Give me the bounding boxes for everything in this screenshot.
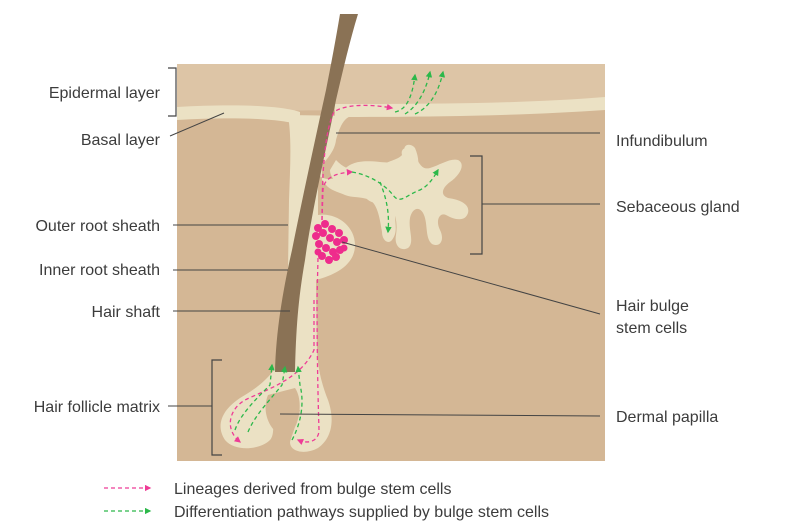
inner-root-sheath-label: Inner root sheath xyxy=(39,262,160,279)
dermal-papilla-leader xyxy=(279,413,601,417)
sebaceous-gland-label: Sebaceous gland xyxy=(616,199,740,216)
hair-bulge-stem-cells xyxy=(312,220,348,264)
outer-root-sheath-label: Outer root sheath xyxy=(35,218,160,235)
epidermal-layer-label: Epidermal layer xyxy=(49,85,161,102)
hair-bulge-leader xyxy=(341,241,601,315)
hair-shaft xyxy=(275,14,358,372)
infundibulum-label: Infundibulum xyxy=(616,133,708,150)
legend: Lineages derived from bulge stem cells D… xyxy=(104,481,549,521)
basal-layer-band xyxy=(177,105,300,125)
sebaceous-gland-bracket xyxy=(470,155,483,255)
hair-follicle-matrix-bracket xyxy=(211,359,222,456)
dermal-papilla xyxy=(265,388,300,434)
legend-differentiation-label: Differentiation pathways supplied by bul… xyxy=(174,504,549,521)
differentiation-arrows xyxy=(234,70,446,441)
dermal-papilla-label: Dermal papilla xyxy=(616,409,718,426)
hair-follicle-matrix-label: Hair follicle matrix xyxy=(34,399,160,416)
hair-bulge-label-line2: stem cells xyxy=(616,320,687,337)
hair-bulge-label-line1: Hair bulge xyxy=(616,298,689,315)
basal-layer-leader xyxy=(169,112,225,137)
hair-shaft-label: Hair shaft xyxy=(92,304,161,321)
lineage-arrows xyxy=(229,103,394,445)
basal-layer-label: Basal layer xyxy=(81,132,161,149)
epidermal-layer-bracket xyxy=(168,67,177,117)
epidermis-layer xyxy=(177,64,605,112)
legend-lineage-label: Lineages derived from bulge stem cells xyxy=(174,481,451,498)
basal-layer-band-right xyxy=(335,97,605,117)
